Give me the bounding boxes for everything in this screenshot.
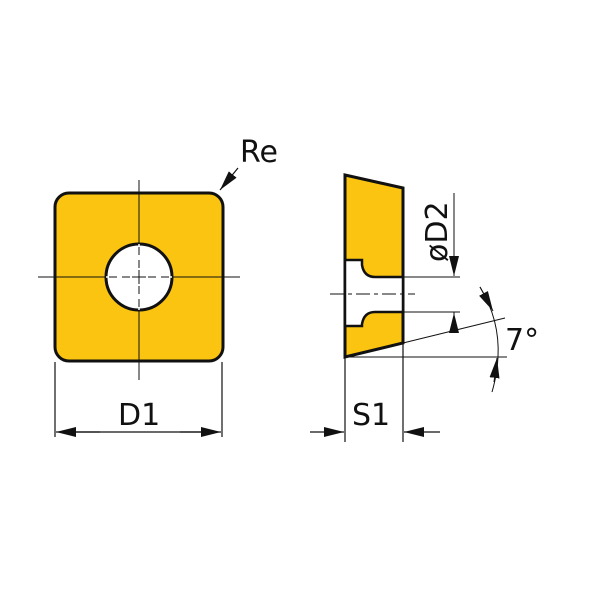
s1-label: S1	[352, 398, 390, 433]
re-label: Re	[240, 135, 278, 170]
re-leader-arrow	[219, 167, 239, 191]
top-view: Re D1	[38, 135, 278, 437]
angle-label: 7°	[505, 323, 539, 358]
d2-label: øD2	[420, 201, 455, 262]
angle-arrow-top	[479, 286, 494, 312]
d1-label: D1	[118, 398, 160, 433]
side-view: øD2 7° S1	[310, 173, 539, 442]
angle-arrow-bottom	[489, 357, 500, 383]
